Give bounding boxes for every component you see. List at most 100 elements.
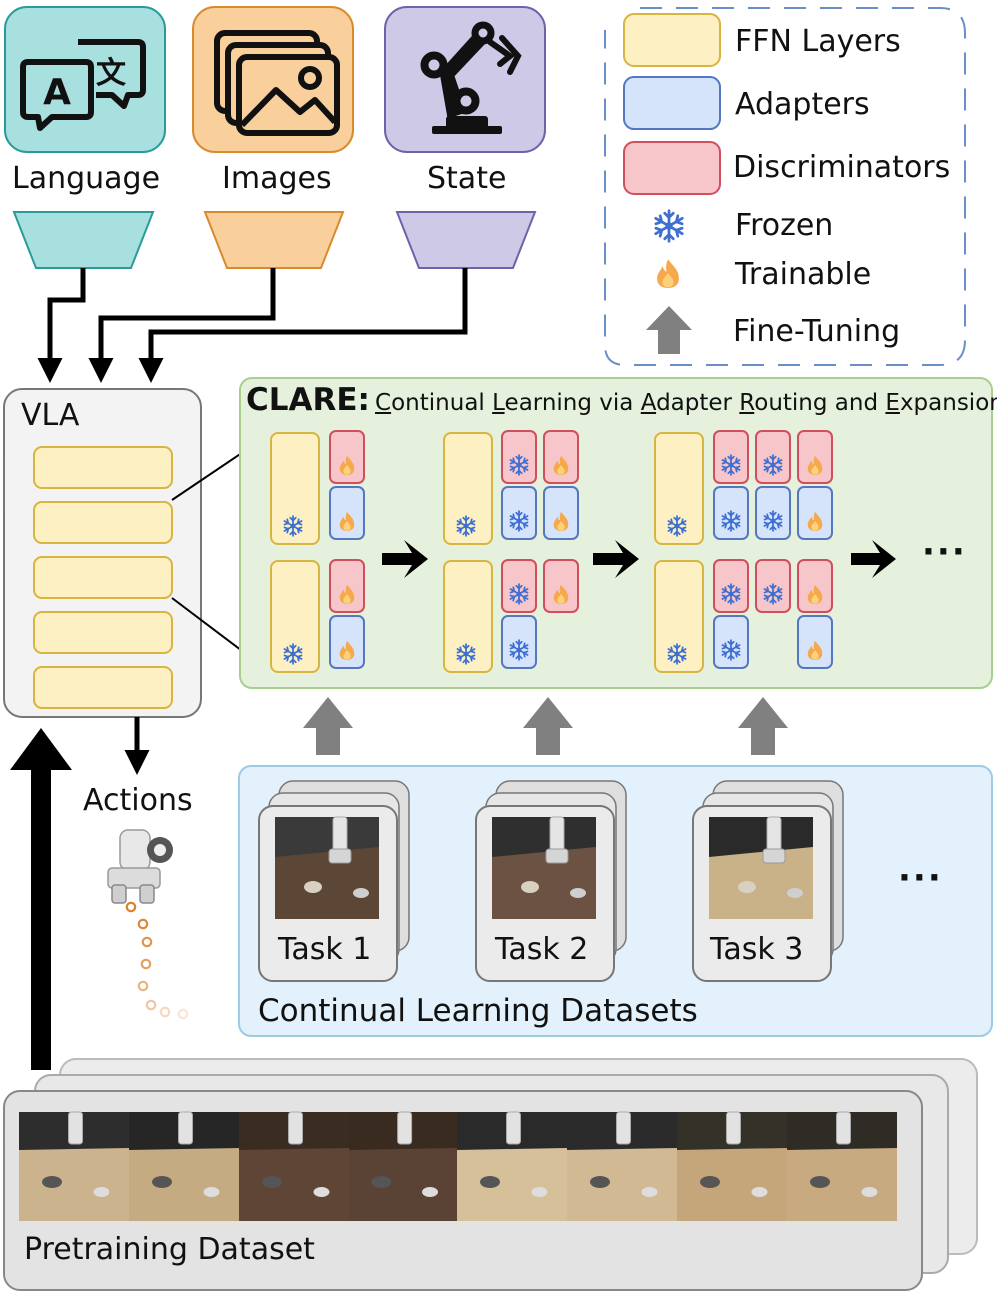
pretraining-frame-table xyxy=(239,1148,349,1221)
pretraining-robot-arm xyxy=(506,1111,521,1145)
robot-arm-image xyxy=(549,816,565,852)
vla-ffn-layer xyxy=(33,666,173,709)
pretraining-object xyxy=(590,1176,610,1188)
trajectory-dot xyxy=(145,999,157,1011)
pretraining-robot-arm xyxy=(836,1111,851,1145)
pretraining-robot-arm xyxy=(178,1111,193,1145)
robot-arm-icon xyxy=(420,21,522,134)
task-object xyxy=(570,888,586,898)
ffn-block xyxy=(270,432,320,545)
ffn-block xyxy=(270,560,320,673)
arrow-language-to-vla xyxy=(37,268,86,383)
pretraining-robot-arm xyxy=(288,1111,303,1145)
joint-wrist-inner xyxy=(477,27,489,39)
trajectory-dot xyxy=(159,1006,171,1018)
vla-ffn-layer xyxy=(33,611,173,654)
pretraining-object xyxy=(422,1187,438,1197)
pretraining-robot-arm xyxy=(726,1111,741,1145)
ffn-block xyxy=(654,432,704,545)
gripper-finger-right xyxy=(139,884,155,904)
modality-label-images: Images xyxy=(222,161,332,196)
gripper-icon xyxy=(107,829,173,904)
encoder-images xyxy=(203,211,345,269)
trajectory-dot xyxy=(125,901,137,913)
fine-tuning-arrow xyxy=(303,697,353,755)
clare-continuation-dots: ··· xyxy=(922,532,967,572)
robot-pedestal xyxy=(446,116,488,128)
pretraining-frame-table xyxy=(19,1148,129,1221)
gripper-flange xyxy=(107,867,161,889)
image-layer-front xyxy=(236,54,340,136)
images-stack-icon xyxy=(214,30,340,136)
robot-gripper-image xyxy=(545,848,569,864)
ffn-block xyxy=(443,560,493,673)
pretraining-frame-table xyxy=(787,1148,897,1221)
task-object xyxy=(787,888,803,898)
legend-swatch-discriminator xyxy=(623,141,721,195)
vla-ffn-layer xyxy=(33,556,173,599)
pretraining-robot-arm xyxy=(616,1111,631,1145)
clare-subtitle-part: C xyxy=(375,390,392,416)
clare-subtitle-part: L xyxy=(492,390,505,416)
gripper-finger-left xyxy=(111,884,127,904)
vla-ffn-layer xyxy=(33,501,173,544)
task-object xyxy=(521,881,539,893)
gripper-body xyxy=(119,829,151,871)
clare-subtitle-part: xpansion xyxy=(899,390,997,416)
pretraining-frame-table xyxy=(567,1148,677,1221)
pretrain-arrow-head xyxy=(10,728,72,770)
clare-title-acronym: CLARE: xyxy=(246,382,370,418)
image-mountains xyxy=(239,87,338,128)
trajectory-dot xyxy=(137,980,149,992)
up-arrow-icon xyxy=(646,306,692,354)
snowflake-icon xyxy=(654,209,684,243)
pretraining-object xyxy=(861,1187,878,1197)
joint-base-inner xyxy=(459,94,473,108)
speech-bubble-front xyxy=(20,59,94,131)
trajectory-dot xyxy=(177,1008,189,1020)
arrow-state-to-vla xyxy=(138,268,468,383)
pretraining-object xyxy=(700,1176,720,1188)
legend-label-discriminators: Discriminators xyxy=(733,150,951,185)
pretraining-object xyxy=(641,1187,658,1197)
legend-label-ffn: FFN Layers xyxy=(735,24,901,59)
flame-icon xyxy=(657,259,679,288)
clare-subtitle-part: ontinual xyxy=(391,390,493,416)
pretraining-frame-table xyxy=(129,1148,239,1221)
pretraining-frame-table xyxy=(677,1148,787,1221)
legend-label-adapters: Adapters xyxy=(735,87,870,122)
clare-subtitle-part: E xyxy=(885,390,900,416)
robot-arm-image xyxy=(766,816,782,852)
pretraining-object xyxy=(371,1176,392,1188)
trajectory-dot xyxy=(140,958,152,970)
robot-arm-image xyxy=(332,816,348,852)
pretraining-object xyxy=(480,1176,500,1188)
stage-arrow xyxy=(382,540,428,578)
ffn-block xyxy=(443,432,493,545)
pretraining-object xyxy=(313,1187,330,1197)
actions-label: Actions xyxy=(83,783,193,818)
continual-learning-datasets-label: Continual Learning Datasets xyxy=(258,993,698,1029)
clare-title: CLARE: Continual Learning via Adapter Ro… xyxy=(246,382,997,418)
legend-label-frozen: Frozen xyxy=(735,208,834,243)
clare-subtitle-part: dapter xyxy=(656,390,740,416)
pretraining-object xyxy=(203,1187,220,1197)
legend-label-trainable: Trainable xyxy=(735,257,872,292)
task-thumbnail-table xyxy=(275,847,379,919)
clare-subtitle-part: A xyxy=(640,390,657,416)
letter-a-glyph: A xyxy=(43,72,71,113)
ffn-block xyxy=(654,560,704,673)
pretraining-frame-table xyxy=(349,1148,457,1221)
legend-swatch-adapter xyxy=(623,76,721,130)
legend-label-fine-tuning: Fine-Tuning xyxy=(733,314,901,349)
trajectory-dot xyxy=(141,936,153,948)
stage-arrow xyxy=(593,540,639,578)
pretraining-robot-arm xyxy=(68,1111,83,1145)
legend-box xyxy=(604,7,966,366)
pretraining-object xyxy=(42,1176,62,1188)
datasets-continuation-dots: ··· xyxy=(898,858,943,898)
trajectory-dot xyxy=(137,918,149,930)
pretraining-object xyxy=(152,1176,172,1188)
pretraining-object xyxy=(531,1187,548,1197)
cjk-glyph: 文 xyxy=(96,56,126,91)
